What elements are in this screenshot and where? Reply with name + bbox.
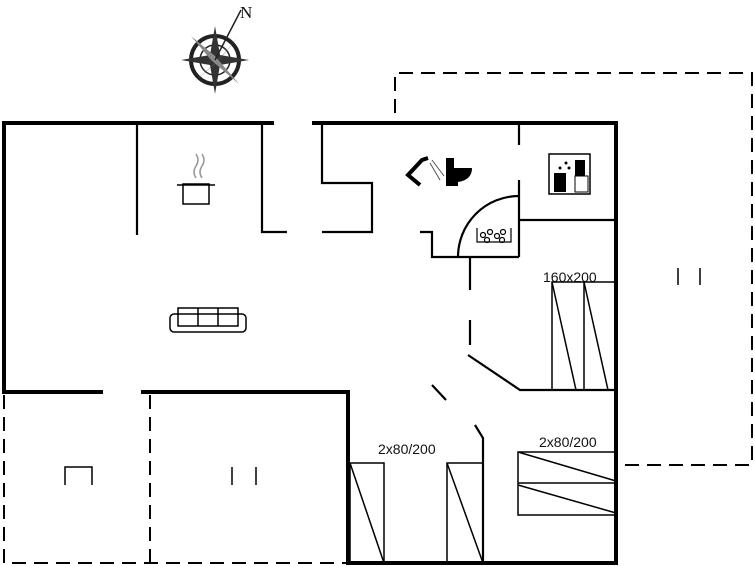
toilet-icon: [446, 158, 472, 186]
bed-160x200: [551, 281, 617, 391]
compass-icon: [181, 9, 249, 94]
sofa-icon: [169, 307, 247, 333]
bed-2x80-left: [349, 462, 484, 564]
shower-icon: [405, 156, 445, 187]
bed-label-2x80-left: 2x80/200: [378, 441, 436, 457]
bed-label-2x80-right: 2x80/200: [539, 434, 597, 450]
hot-tub-icon: [476, 228, 512, 244]
compass-north-label: N: [240, 3, 253, 22]
bed-2x80-right: [517, 451, 617, 516]
outdoor-furniture-marks: [64, 268, 701, 485]
cooking-pot-icon: [177, 153, 215, 205]
exterior-walls: [2, 121, 618, 565]
dashed-outlines: [3, 72, 753, 564]
bed-label-160x200: 160x200: [543, 269, 597, 285]
washing-machine-icon: [548, 153, 591, 195]
